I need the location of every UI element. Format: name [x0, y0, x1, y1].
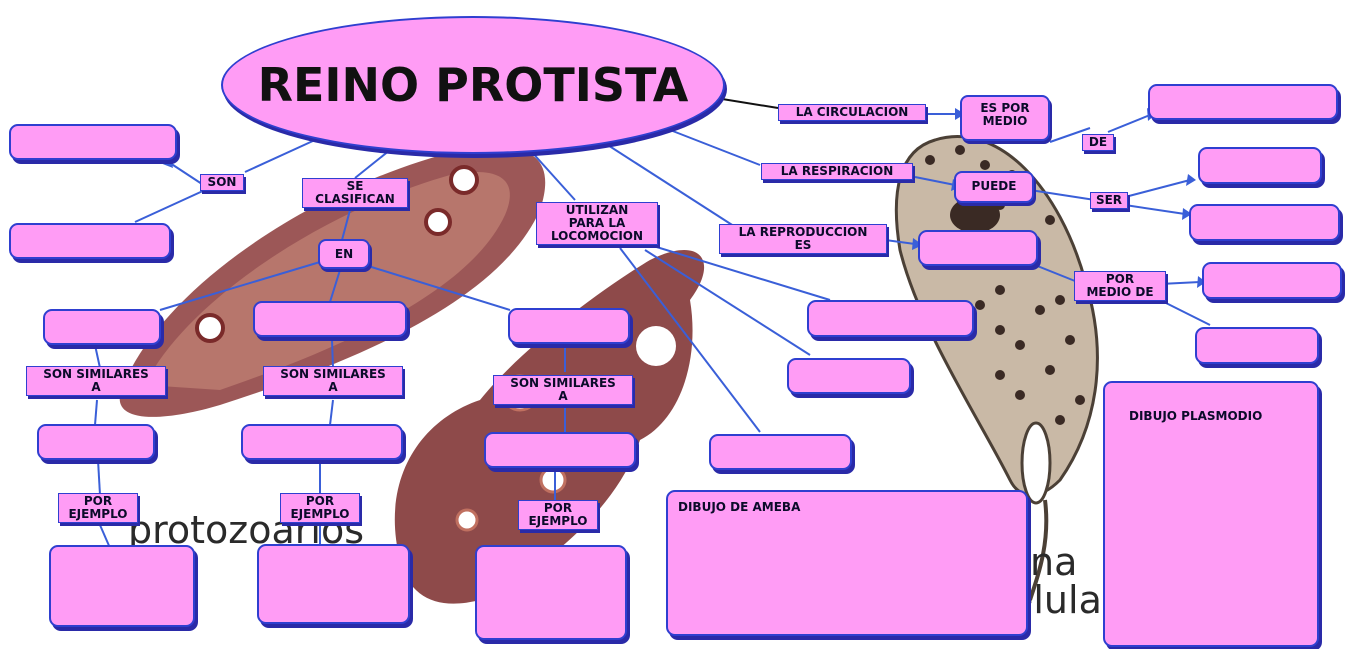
answer-box-similar-1[interactable] [37, 424, 155, 460]
answer-box-respiracion-2[interactable] [1189, 204, 1340, 241]
label-la-circulacion: LA CIRCULACION [778, 104, 926, 121]
label-de: DE [1082, 134, 1114, 151]
answer-box-locomocion-1[interactable] [807, 300, 974, 337]
label-son-similares-1: SON SIMILARES A [26, 366, 166, 396]
label-ser: SER [1090, 192, 1128, 209]
label-es-por-medio: ES POR MEDIO [960, 95, 1050, 141]
label-son-similares-2: SON SIMILARES A [263, 366, 403, 396]
answer-box-class-3[interactable] [508, 308, 630, 344]
label-por-ejemplo-2: POR EJEMPLO [280, 493, 360, 523]
drawing-box-plasmodio-caption: DIBUJO PLASMODIO [1129, 409, 1263, 423]
label-la-reproduccion-es: LA REPRODUCCION ES [719, 224, 887, 254]
answer-box-locomocion-2[interactable] [787, 358, 911, 394]
label-por-ejemplo-3: POR EJEMPLO [518, 500, 598, 530]
answer-box-son-top[interactable] [9, 124, 177, 160]
label-utilizan-locomocion: UTILIZAN PARA LA LOCOMOCION [536, 202, 658, 245]
answer-box-circulacion[interactable] [1148, 84, 1338, 120]
answer-box-respiracion-1[interactable] [1198, 147, 1322, 184]
background-text-na: na [1030, 540, 1078, 584]
answer-box-similar-3[interactable] [484, 432, 636, 468]
label-por-medio-de: POR MEDIO DE [1074, 271, 1166, 301]
answer-box-reproduccion[interactable] [918, 230, 1038, 266]
label-son-similares-3: SON SIMILARES A [493, 375, 633, 405]
answer-box-class-2[interactable] [253, 301, 407, 337]
answer-box-por-medio-2[interactable] [1195, 327, 1319, 364]
main-title: REINO PROTISTA [257, 58, 689, 112]
answer-box-example-2[interactable] [257, 544, 410, 624]
label-en: EN [318, 239, 370, 269]
drawing-box-ameba-caption: DIBUJO DE AMEBA [678, 500, 801, 514]
drawing-box-ameba[interactable]: DIBUJO DE AMEBA [666, 490, 1028, 636]
main-title-ellipse: REINO PROTISTA [221, 16, 725, 154]
answer-box-example-3[interactable] [475, 545, 627, 640]
label-son: SON [200, 174, 244, 191]
label-la-respiracion: LA RESPIRACION [761, 163, 913, 180]
answer-box-por-medio-1[interactable] [1202, 262, 1342, 299]
answer-box-class-1[interactable] [43, 309, 161, 345]
label-puede: PUEDE [954, 171, 1034, 203]
drawing-box-plasmodio[interactable]: DIBUJO PLASMODIO [1103, 381, 1319, 647]
answer-box-similar-2[interactable] [241, 424, 403, 460]
answer-box-son-bottom[interactable] [9, 223, 171, 259]
answer-box-locomocion-3[interactable] [709, 434, 852, 470]
answer-box-example-1[interactable] [49, 545, 195, 627]
label-por-ejemplo-1: POR EJEMPLO [58, 493, 138, 523]
label-se-clasifican: SE CLASIFICAN [302, 178, 408, 208]
